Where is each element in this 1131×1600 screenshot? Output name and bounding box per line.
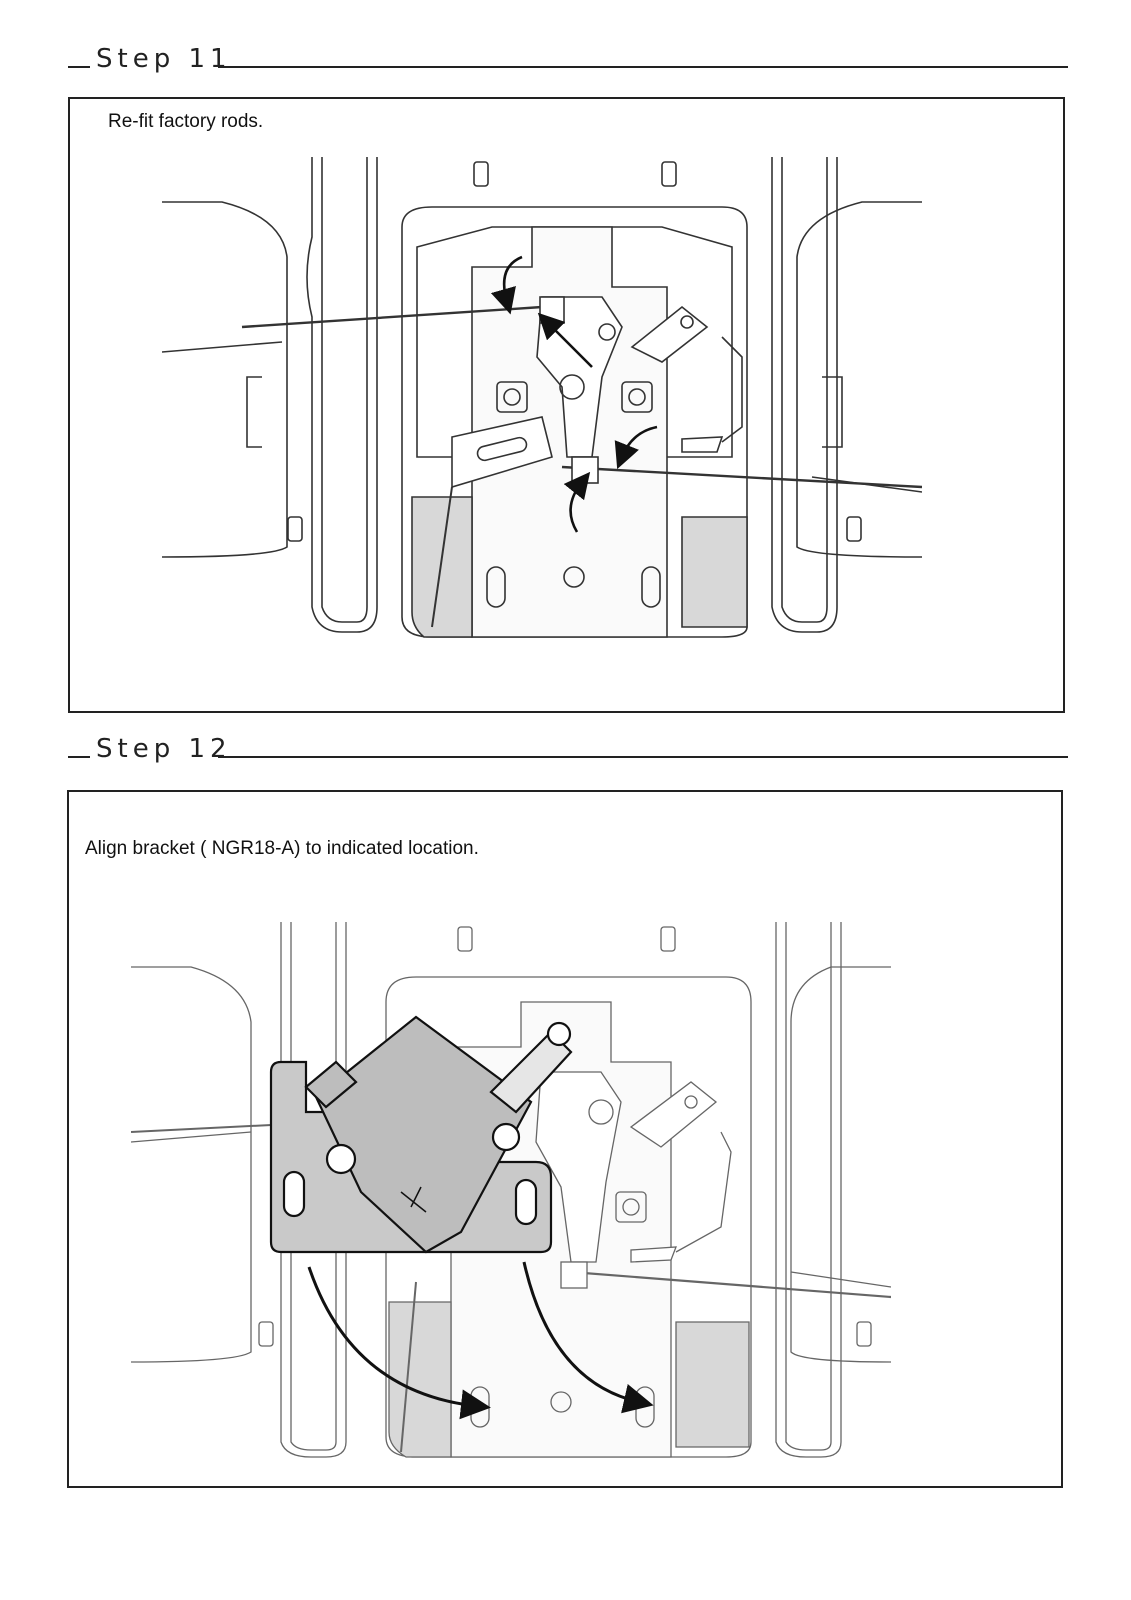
header-lead-rule	[68, 66, 90, 68]
step-11-panel: Re-fit factory rods.	[68, 97, 1065, 713]
header-rule	[218, 756, 1068, 758]
step-12-panel: Align bracket ( NGR18-A) to indicated lo…	[67, 790, 1063, 1488]
header-rule	[218, 66, 1068, 68]
step-11-header: Step 11	[68, 40, 1068, 74]
step-11-title: Step 11	[96, 44, 232, 74]
step-12-illustration	[131, 922, 891, 1458]
step-12-header: Step 12	[68, 730, 1068, 764]
step-11-instruction: Re-fit factory rods.	[108, 111, 264, 132]
header-lead-rule	[68, 756, 90, 758]
step-12-title: Step 12	[96, 734, 232, 764]
step-12-instruction: Align bracket ( NGR18-A) to indicated lo…	[85, 838, 479, 859]
step-11-illustration	[162, 157, 922, 638]
